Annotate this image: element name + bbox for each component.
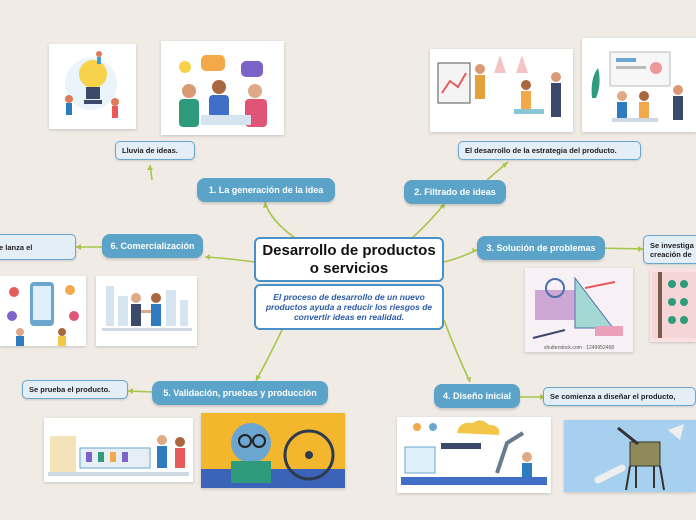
social-media-launch-image (0, 276, 86, 346)
branch-commercialization[interactable]: 6. Comercialización (102, 234, 203, 258)
problem-solving-geometry-image: shutterstock.com · 1249952468 (525, 268, 633, 352)
note-research[interactable]: Se investiga creación de (643, 235, 696, 264)
business-handshake-image (96, 276, 197, 346)
branch-validation-testing[interactable]: 5. Validación, pruebas y producción (152, 381, 328, 405)
central-description: El proceso de desarrollo de un nuevo pro… (254, 284, 444, 330)
branch-problem-solving[interactable]: 3. Solución de problemas (477, 236, 605, 260)
central-topic[interactable]: Desarrollo de productos o servicios (254, 237, 444, 282)
note-brainstorming[interactable]: Lluvia de ideas. (115, 141, 195, 160)
note-product-tested[interactable]: Se prueba el producto. (22, 380, 128, 399)
problem-solving-abacus-image (650, 268, 696, 342)
branch-idea-generation[interactable]: 1. La generación de la idea (197, 178, 335, 202)
branch-initial-design[interactable]: 4. Diseño inicial (434, 384, 520, 408)
branch-idea-filtering[interactable]: 2. Filtrado de ideas (404, 180, 506, 204)
design-factory-image (397, 417, 551, 493)
note-start-design[interactable]: Se comienza a diseñar el producto, (543, 387, 696, 406)
strategy-team-image (582, 38, 696, 132)
note-launch[interactable]: e lanza el (0, 234, 76, 260)
lightbulb-idea-image (49, 44, 136, 129)
team-meeting-image (161, 41, 284, 135)
hamster-wheel-image (201, 413, 345, 488)
note-product-strategy[interactable]: El desarrollo de la estrategia del produ… (458, 141, 641, 160)
validation-production-image (44, 418, 193, 482)
strategy-presentation-image (430, 49, 573, 132)
design-chair-image (564, 420, 696, 492)
image-caption: shutterstock.com · 1249952468 (544, 345, 614, 351)
